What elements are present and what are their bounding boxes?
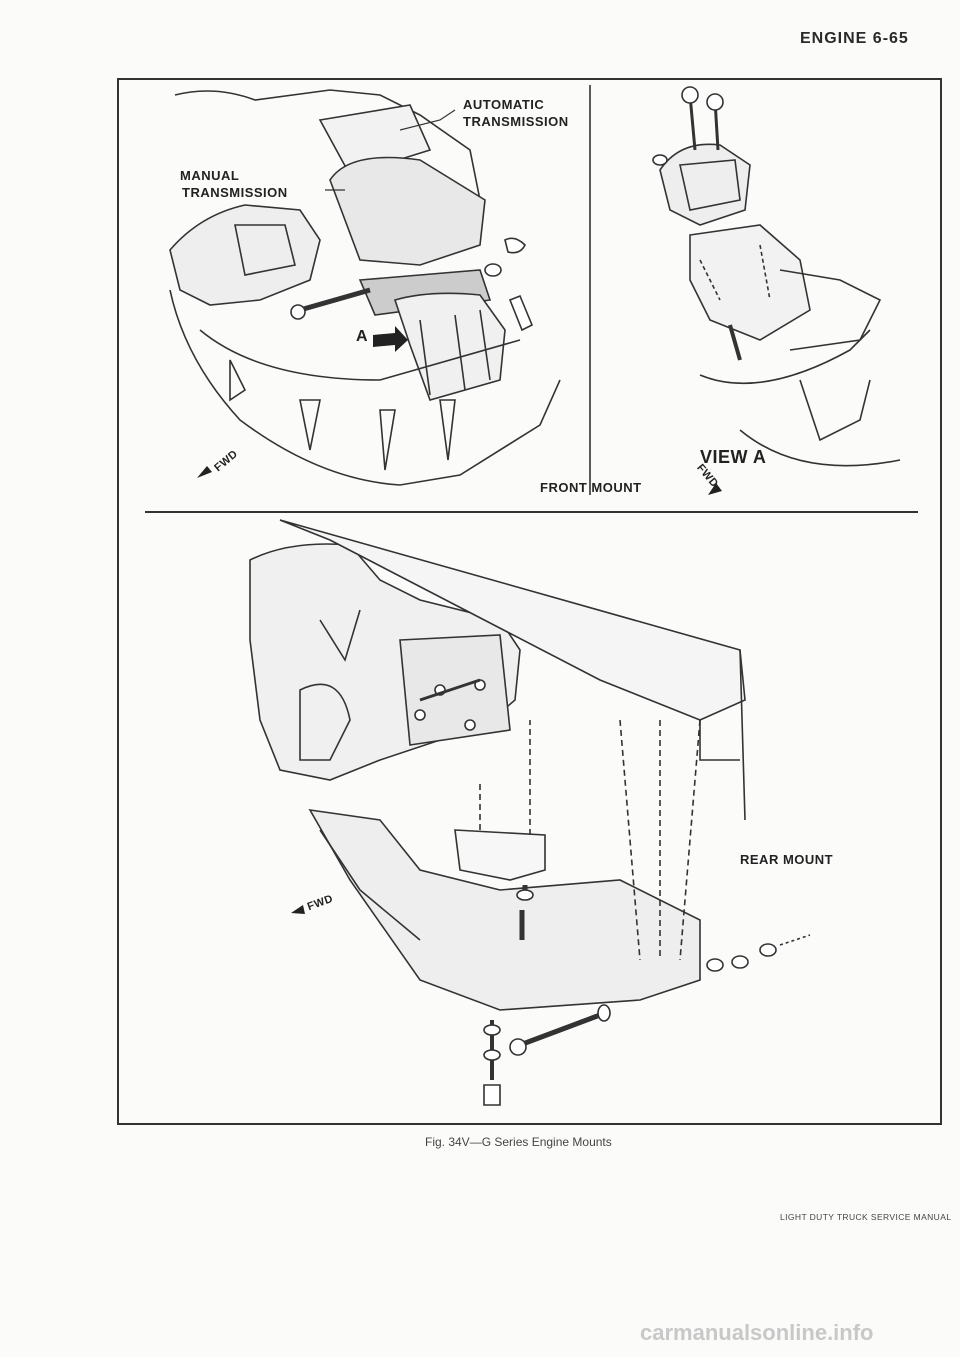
front-manual-mount — [169, 204, 321, 306]
rear-mount-pad — [454, 829, 546, 881]
page-footer: LIGHT DUTY TRUCK SERVICE MANUAL — [780, 1212, 952, 1222]
front-mount-bracket — [329, 156, 486, 266]
rear-crossmember — [308, 808, 701, 1011]
fwd-arrow-icon-front — [197, 466, 212, 478]
front-through-bolt — [299, 287, 371, 313]
label-automatic-transmission-line2: TRANSMISSION — [463, 114, 569, 129]
figure-frame — [117, 78, 942, 1125]
rear-transmission-cover — [399, 634, 511, 746]
figure-caption: Fig. 34V—G Series Engine Mounts — [425, 1135, 612, 1149]
label-manual-transmission-line1: MANUAL — [180, 168, 240, 183]
label-rear-mount: REAR MOUNT — [740, 852, 834, 867]
page-header: ENGINE 6-65 — [800, 30, 909, 47]
label-front-mount: FRONT MOUNT — [540, 480, 642, 495]
label-view-a: VIEW A — [700, 447, 767, 467]
view-a-bracket — [689, 224, 811, 341]
fwd-arrow-icon-rear — [291, 905, 305, 914]
label-manual-transmission-line2: TRANSMISSION — [182, 185, 288, 200]
rear-through-bolt — [519, 1012, 601, 1048]
view-a-mount — [659, 143, 751, 226]
label-automatic-transmission-line1: AUTOMATIC — [463, 97, 545, 112]
fwd-arrow-icon-view-a — [708, 483, 722, 495]
watermark-text: carmanualsonline.info — [640, 1320, 874, 1345]
front-frame-rail — [169, 289, 561, 486]
front-engine-outline — [174, 89, 481, 251]
callout-a-arrow-icon — [373, 326, 408, 352]
front-mount-pad — [393, 292, 506, 401]
label-callout-a: A — [356, 328, 369, 345]
